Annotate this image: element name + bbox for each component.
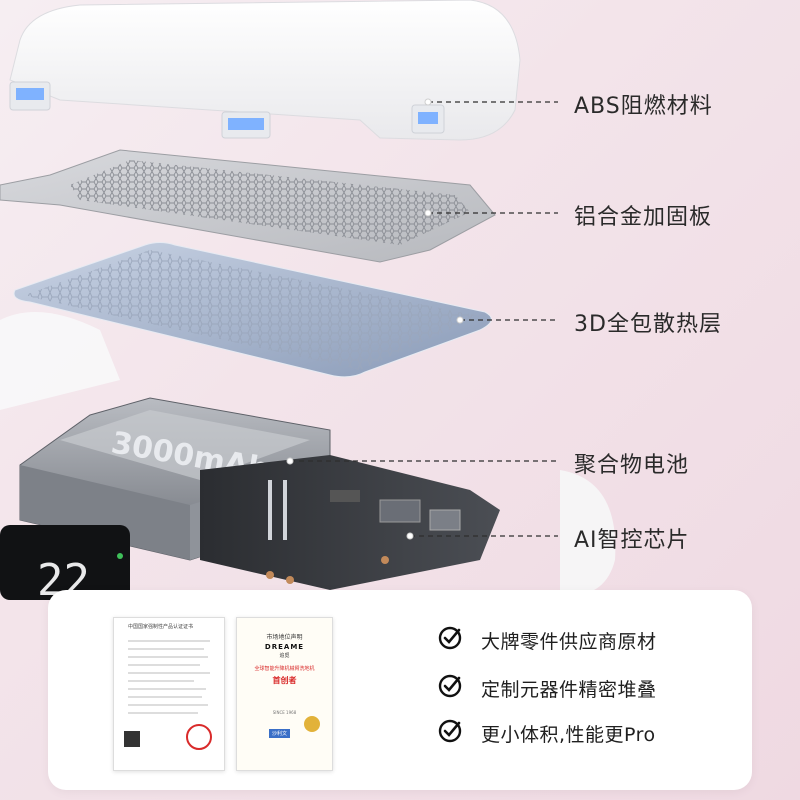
callout-lines xyxy=(290,101,558,537)
layer-label-chip: AI智控芯片 xyxy=(574,528,690,553)
feature-text: 更小体积,性能更Pro xyxy=(481,723,656,746)
digital-display: 22 xyxy=(0,525,130,606)
cert-org: 沙利文 xyxy=(269,729,291,738)
aluminum-plate xyxy=(0,149,496,263)
gold-seal-icon xyxy=(304,716,320,732)
abs-shell xyxy=(9,0,521,141)
feature-text: 大牌零件供应商原材 xyxy=(481,630,657,653)
market-position-certificate: 市场地位声明 DREAME 追觅 全球智能升降机械臂洗地机 首创者 SINCE … xyxy=(236,617,333,771)
check-circle-icon xyxy=(437,718,463,748)
cert-claim: 全球智能升降机械臂洗地机 xyxy=(254,666,315,672)
layer-label-heat: 3D全包散热层 xyxy=(574,312,722,337)
layer-label-abs: ABS阻燃材料 xyxy=(574,94,713,119)
feature-item: 大牌零件供应商原材 xyxy=(437,625,657,655)
ccc-certificate: 中国国家强制性产品认证证书 xyxy=(113,617,225,771)
layer-label-battery: 聚合物电池 xyxy=(574,453,690,478)
feature-item: 定制元器件精密堆叠 xyxy=(437,673,657,703)
cert-since: SINCE 1968 xyxy=(272,710,297,715)
feature-text: 定制元器件精密堆叠 xyxy=(481,678,657,701)
cert-brand-cn: 追觅 xyxy=(279,653,290,659)
cert-header: 市场地位声明 xyxy=(266,634,303,641)
certificate-body xyxy=(124,640,212,750)
check-circle-icon xyxy=(437,673,463,703)
check-circle-icon xyxy=(437,625,463,655)
layer-label-aluminum: 铝合金加固板 xyxy=(574,205,713,230)
cert-brand: DREAME xyxy=(264,643,305,651)
cert-badge: 首创者 xyxy=(272,676,297,685)
ai-control-board xyxy=(200,455,500,590)
heat-dissipation-layer xyxy=(13,242,492,378)
certificate-title: 中国国家强制性产品认证证书 xyxy=(128,624,194,630)
feature-item: 更小体积,性能更Pro xyxy=(437,718,656,748)
